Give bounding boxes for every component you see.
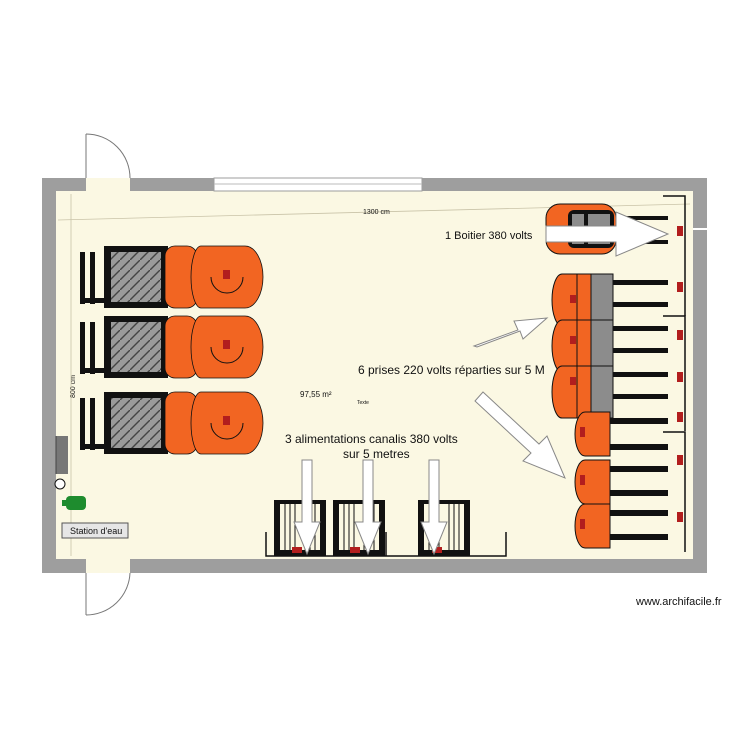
door-bottom-left (85, 559, 131, 616)
machine-right-3 (551, 365, 668, 419)
pallet-truck-1 (80, 245, 264, 309)
door-left-wall (55, 436, 68, 474)
watermark: www.archifacile.fr (635, 596, 722, 608)
arrow-canalis-1 (293, 459, 321, 556)
machine-small-3 (574, 503, 668, 549)
door-top-left (85, 133, 131, 191)
station-label: Station d'eau (70, 526, 122, 536)
window-right-wall (693, 228, 707, 230)
annotation-canalis-line2: sur 5 metres (343, 447, 410, 461)
canalis-rail (265, 532, 507, 557)
water-station-icon (54, 478, 86, 510)
wall-rails-right (663, 195, 686, 552)
machine-right-2 (551, 319, 668, 373)
pallet-truck-3 (80, 391, 264, 455)
arrow-canalis-3 (420, 459, 448, 556)
annotation-prises: 6 prises 220 volts réparties sur 5 M (358, 363, 545, 377)
dimension-height: 800 cm (70, 375, 77, 398)
annotation-canalis-line1: 3 alimentations canalis 380 volts (285, 432, 458, 446)
arrow-boitier (545, 211, 670, 257)
power-outlets (677, 226, 683, 522)
room-area: 97,55 m² (300, 390, 332, 399)
arrow-prises (472, 317, 549, 348)
small-text-label: Texte (357, 400, 369, 406)
arrow-canalis-2 (354, 459, 382, 556)
machine-right-1 (551, 273, 668, 327)
machine-small-1 (574, 411, 668, 457)
station-label-box: Station d'eau (61, 522, 129, 539)
dimension-width: 1300 cm (363, 209, 390, 216)
arrow-prises-down (474, 391, 566, 479)
pallet-truck-2 (80, 315, 264, 379)
annotation-boitier: 1 Boitier 380 volts (445, 230, 533, 242)
